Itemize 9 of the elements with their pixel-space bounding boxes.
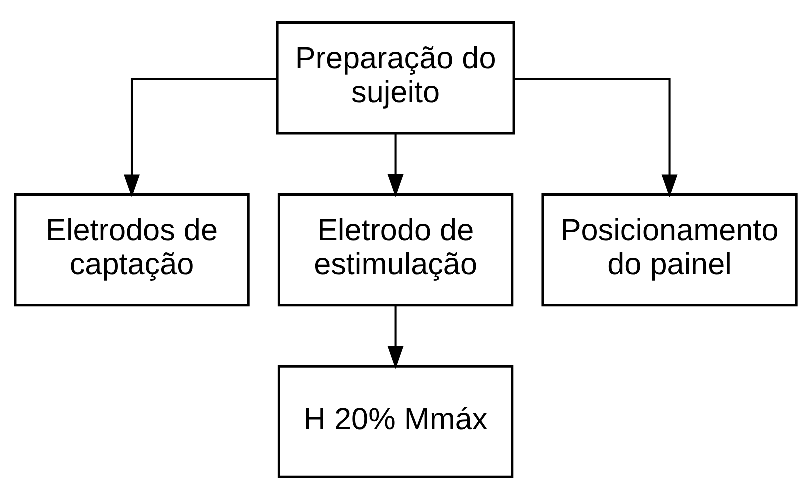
arrow xyxy=(388,133,404,198)
arrow xyxy=(124,78,278,198)
node-box: H 20% Mmáx xyxy=(278,365,514,478)
node-box: Preparação do sujeito xyxy=(276,22,516,135)
arrow xyxy=(388,305,404,370)
arrow xyxy=(514,78,678,198)
node-box: Eletrodo de estimulação xyxy=(278,193,514,307)
node-box: Eletrodos de captação xyxy=(14,193,250,307)
node-box: Posicionamento do painel xyxy=(542,193,798,307)
